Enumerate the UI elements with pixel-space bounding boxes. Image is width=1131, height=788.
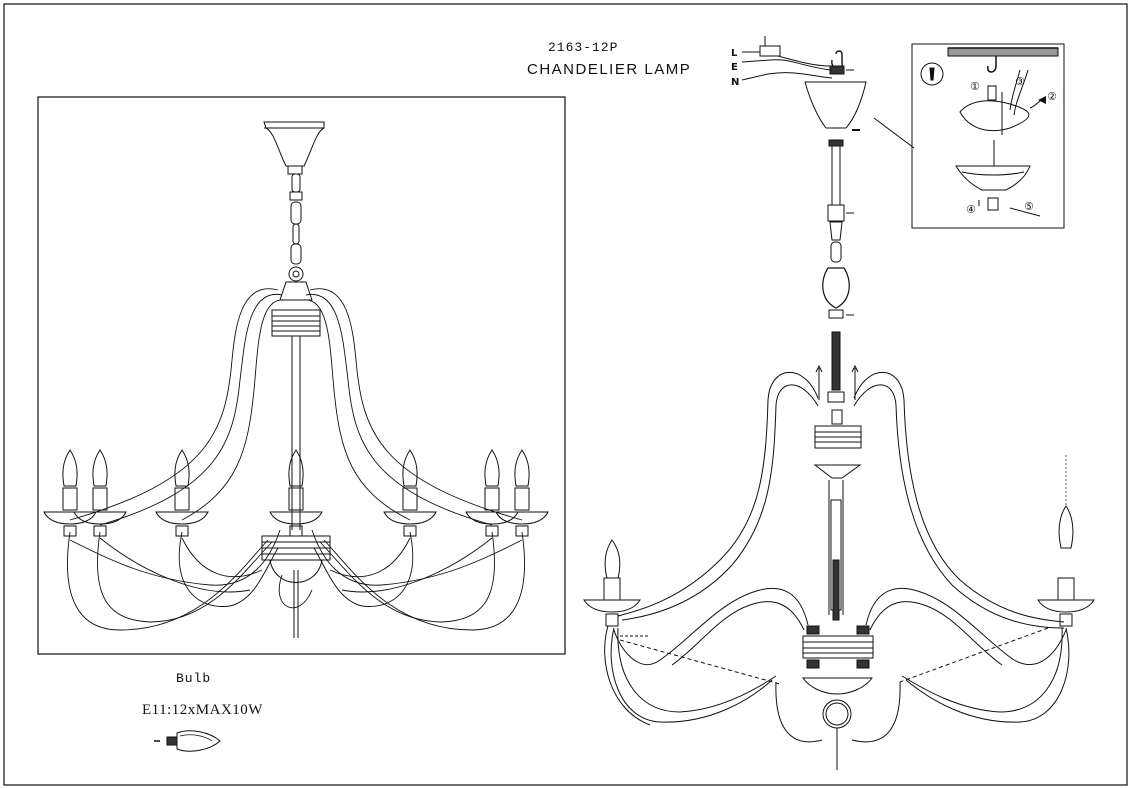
threaded-rod (831, 331, 841, 391)
inset-frame (911, 43, 1065, 229)
candle-4 (269, 449, 323, 537)
candle-5 (383, 449, 437, 537)
top-collar (271, 309, 321, 337)
bulb-icon (154, 730, 221, 752)
candle-7 (495, 449, 549, 537)
lower-arms (67, 529, 525, 631)
step-3-marker: ③ (1015, 75, 1025, 88)
step-5-marker: ⑤ (1024, 200, 1034, 213)
upper-arm-left (617, 371, 819, 617)
sheet-border (3, 3, 1128, 786)
ceiling-canopy (263, 121, 325, 167)
model-number: 2163-12P (548, 40, 619, 55)
step-2-arrow (1038, 96, 1046, 104)
candle-1 (43, 449, 97, 537)
step-4-marker: ④ (966, 203, 976, 216)
candle-3 (155, 449, 209, 537)
upper-arms (69, 288, 523, 526)
step-1-marker: ① (970, 80, 980, 93)
wire-label-earth: E (731, 62, 738, 73)
candle-holders (43, 449, 549, 537)
assembled-view (37, 96, 566, 655)
wire-label-neutral: N (731, 77, 740, 88)
terminal-block (741, 36, 833, 81)
assembled-view-frame (37, 96, 566, 655)
wire-label-live: L (731, 48, 738, 59)
step-2-marker: ② (1047, 90, 1057, 103)
screw-icon (920, 62, 944, 86)
lower-arm-left (613, 587, 809, 666)
suspension-chain (288, 173, 304, 282)
bulb-spec: E11:12xMAX10W (142, 702, 263, 718)
candle-6 (465, 449, 519, 537)
exploded-candle-right (1037, 455, 1095, 627)
bulb-label: Bulb (176, 671, 212, 686)
upper-arm-right (853, 371, 1065, 623)
drawing-title: CHANDELIER LAMP (527, 61, 692, 78)
mounting-detail-inset (911, 43, 1065, 229)
exploded-canopy (804, 81, 867, 129)
exploded-assembly (583, 36, 1095, 770)
exploded-candle-left (583, 539, 641, 627)
exploded-lower-body (802, 635, 874, 659)
candle-2 (73, 449, 127, 537)
